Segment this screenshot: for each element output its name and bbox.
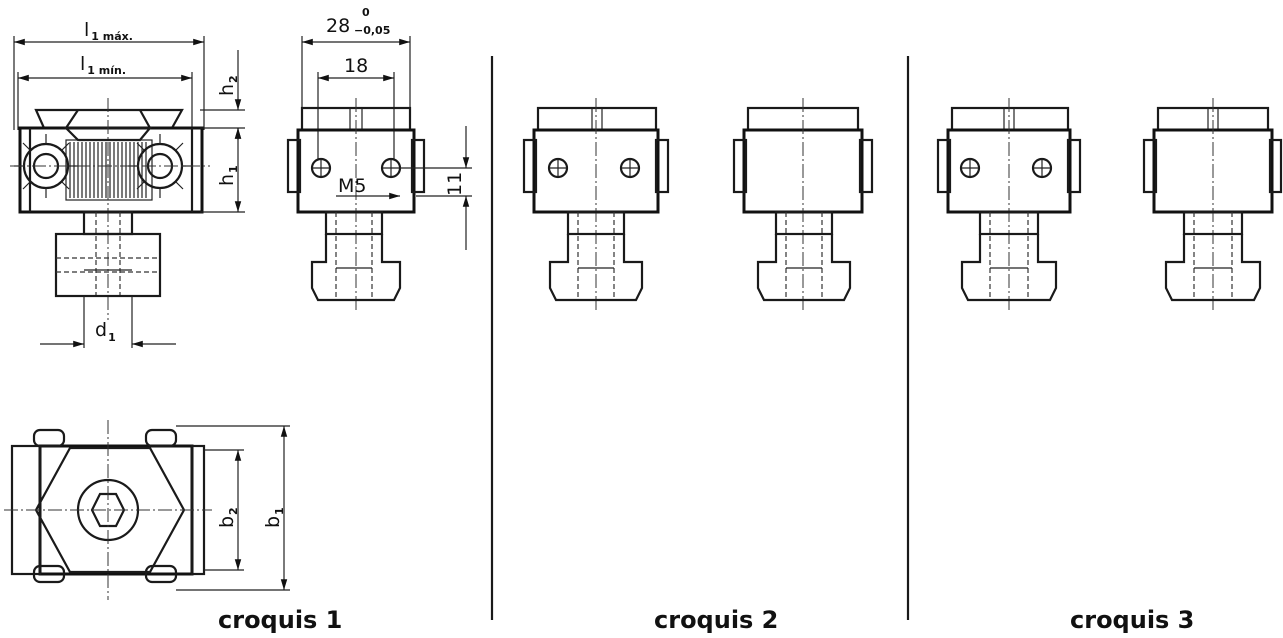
sketch2-screw-view: [522, 98, 670, 310]
caption-sketch1: croquis 1: [218, 606, 342, 634]
dim-b2-label: b2: [216, 507, 240, 528]
dim-b1-label: b1: [262, 507, 286, 528]
caption-sketch3: croquis 3: [1070, 606, 1194, 634]
caption-sketch2: croquis 2: [654, 606, 778, 634]
sketch3-screw-view: [936, 98, 1082, 310]
sketch1-side-view: 28 0 −0,05 18 M5 11: [286, 6, 472, 310]
sketch2-knurled-view: [732, 98, 874, 310]
dim-tol-upper: 0: [362, 6, 370, 19]
dim-d1-label: d1: [95, 319, 116, 344]
dim-m5-label: M5: [338, 175, 366, 197]
dim-h1-label: h1: [216, 165, 240, 186]
dim-h2-label: h2: [216, 75, 240, 96]
dim-11-label: 11: [444, 172, 466, 196]
dim-18-label: 18: [344, 55, 368, 77]
dim-28-label: 28: [326, 15, 350, 37]
dim-tol-lower: −0,05: [354, 24, 390, 37]
sketch3-plain-view: [1142, 98, 1283, 310]
sketch1-top-view: b2 b1: [4, 420, 290, 600]
